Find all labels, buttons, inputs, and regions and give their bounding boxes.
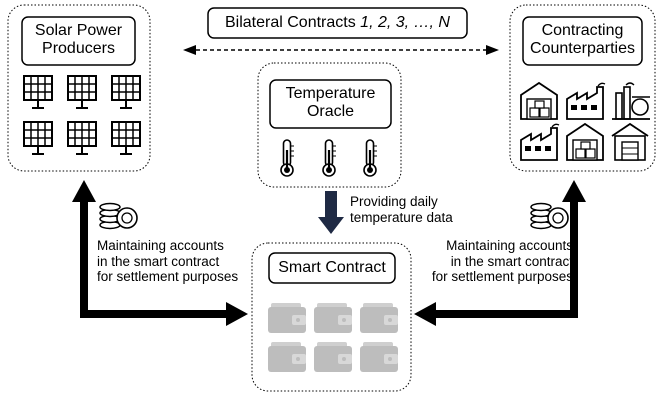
wallet-icon	[360, 342, 398, 372]
bilateral-contracts-prefix: Bilateral Contracts	[225, 14, 361, 31]
producers-title-line1: Solar Power	[34, 22, 123, 39]
coins-icon	[530, 202, 569, 230]
oracle-arrow-label: Providing daily temperature data	[350, 194, 453, 225]
left-accounts-note: Maintaining accounts in the smart contra…	[97, 238, 238, 285]
right-connector-arrow	[432, 200, 578, 318]
right-arrowhead-up	[562, 180, 586, 202]
producers-title-box	[21, 16, 136, 66]
left-arrowhead-up	[72, 180, 96, 202]
smart-contract-title-box	[268, 252, 396, 284]
bilateral-arrowhead-left	[183, 45, 196, 55]
bilateral-contracts-label: Bilateral Contracts 1, 2, 3, …, N	[208, 14, 467, 32]
oracle-data-arrow	[318, 191, 344, 234]
oracle-title: Temperature Oracle	[270, 85, 391, 122]
right-note-line1: Maintaining accounts	[446, 238, 573, 253]
bilateral-contracts-box	[207, 7, 468, 39]
wallet-icon	[314, 342, 352, 372]
producers-title-line2: Producers	[42, 40, 115, 58]
smart-contract-title: Smart Contract	[269, 259, 395, 277]
right-arrowhead-left	[414, 302, 436, 326]
right-note-line3: for settlement purposes	[431, 269, 573, 285]
coins-icon	[99, 202, 138, 230]
left-note-line1: Maintaining accounts	[97, 238, 224, 253]
counterparties-title-line2: Counterparties	[530, 40, 635, 58]
oracle-arrow-line1: Providing daily	[350, 194, 438, 209]
producers-title: Solar Power Producers	[22, 22, 135, 59]
counterparties-title: Contracting Counterparties	[523, 22, 642, 59]
right-accounts-note: Maintaining accounts in the smart contra…	[432, 238, 573, 285]
oracle-title-line2: Oracle	[306, 103, 355, 121]
oracle-title-box	[269, 79, 392, 129]
bilateral-contracts-numbers: 1, 2, 3, …, N	[360, 14, 450, 31]
left-note-line3: for settlement purposes	[97, 269, 239, 285]
counterparties-title-box	[522, 16, 643, 66]
wallet-icon	[268, 342, 306, 372]
right-note-line2: in the smart contract	[450, 253, 573, 269]
left-arrowhead-right	[226, 302, 248, 326]
left-connector-arrow	[80, 200, 230, 318]
left-note-line2: in the smart contract	[97, 253, 220, 269]
counterparties-title-line1: Contracting	[541, 22, 624, 39]
wallet-icon	[268, 303, 306, 333]
oracle-arrow-line2: temperature data	[350, 209, 453, 225]
wallet-icon	[314, 303, 352, 333]
bilateral-arrowhead-right	[486, 45, 499, 55]
wallet-icon	[360, 303, 398, 333]
oracle-title-line1: Temperature	[285, 85, 376, 102]
smart-contract-title-text: Smart Contract	[278, 259, 386, 276]
